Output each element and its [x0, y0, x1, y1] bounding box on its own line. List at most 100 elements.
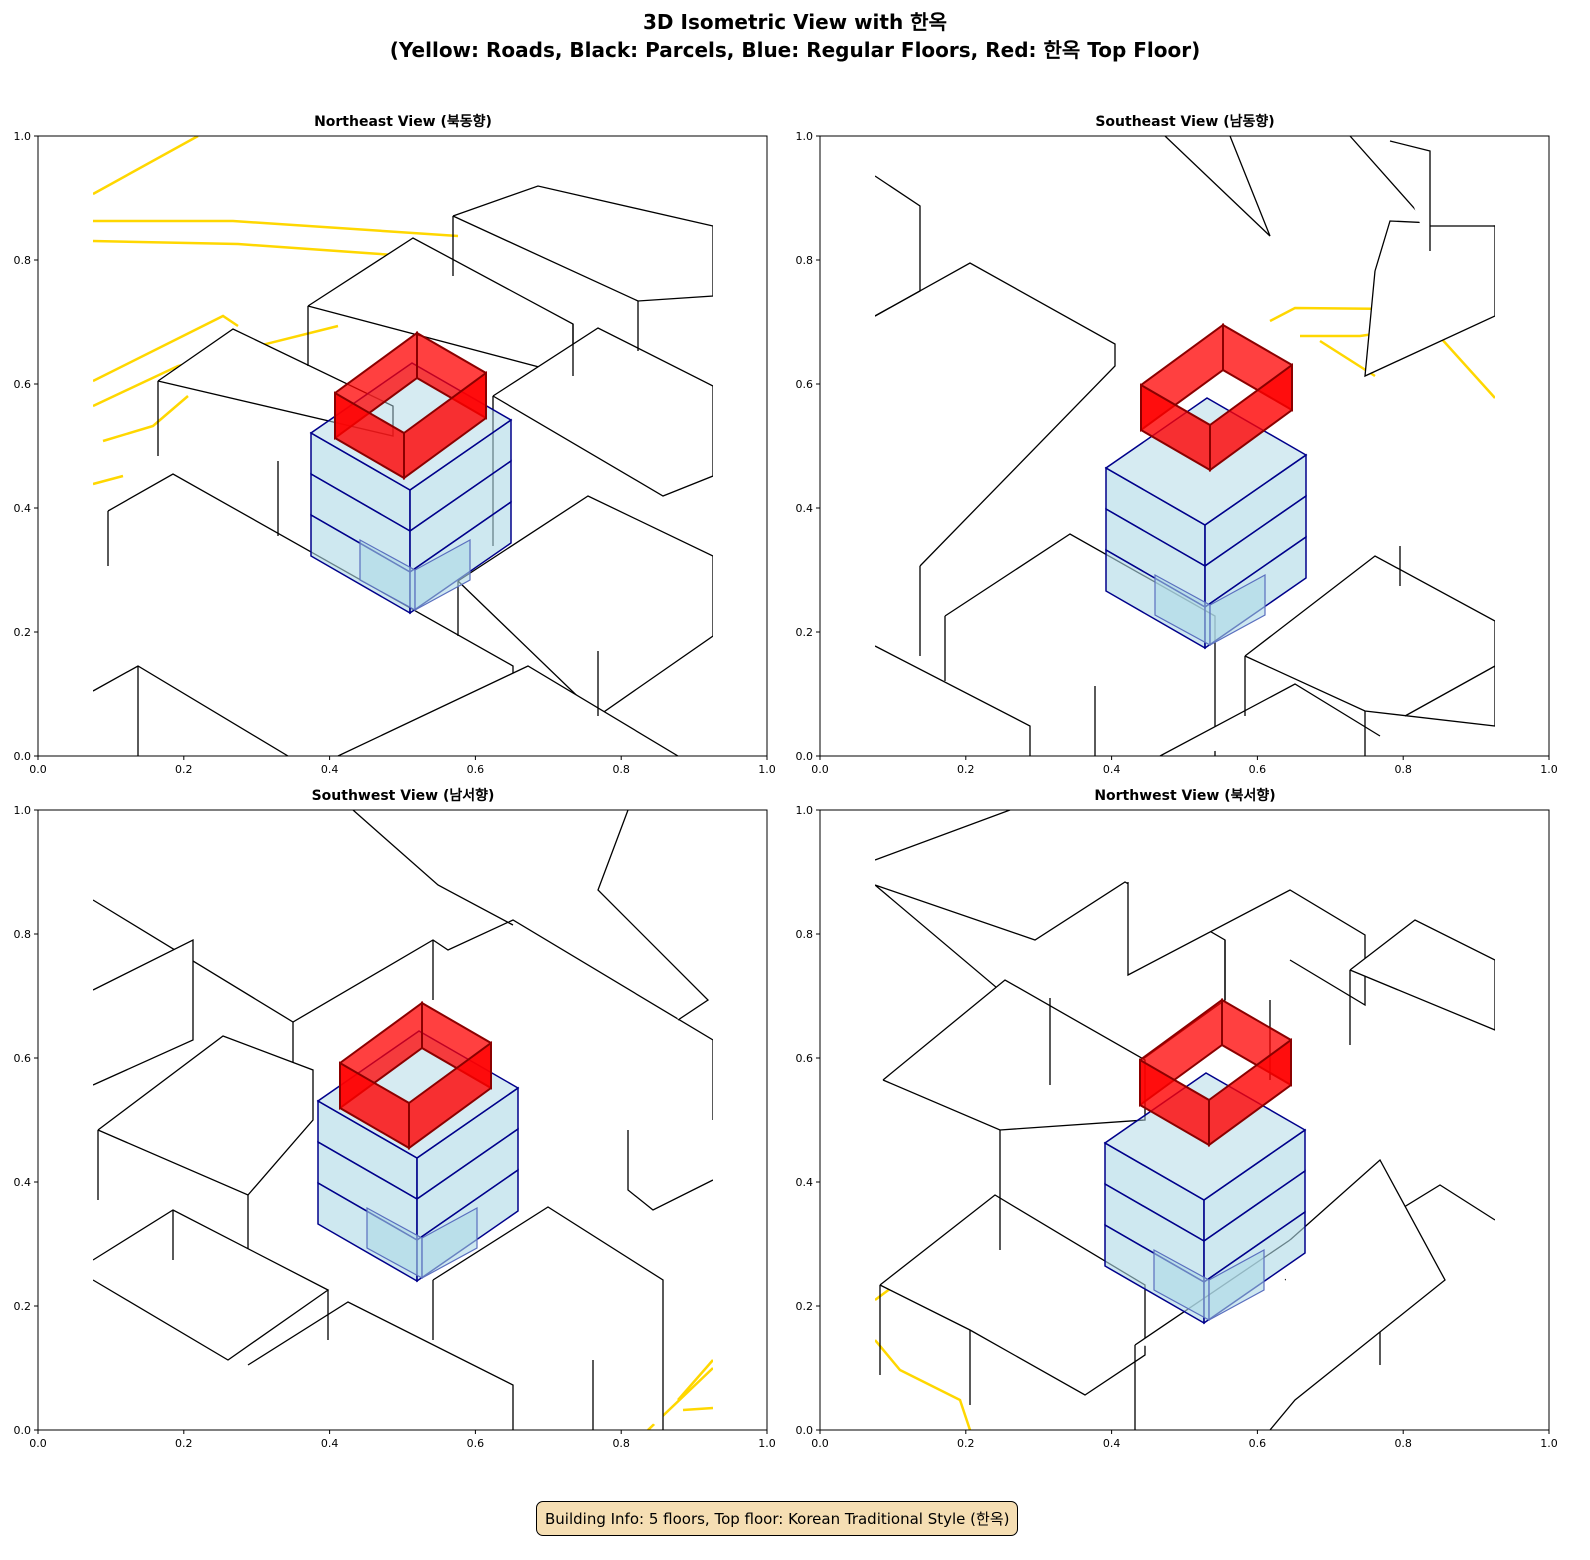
axes-margin — [820, 136, 875, 756]
road-line — [92, 136, 199, 196]
y-tick-label: 0.2 — [796, 1300, 814, 1313]
x-tick-label: 0.4 — [321, 763, 339, 776]
x-tick-label: 0.8 — [1394, 763, 1412, 776]
x-tick-label: 1.0 — [758, 763, 776, 776]
axes-margin — [1495, 136, 1549, 756]
y-tick-label: 0.6 — [14, 378, 32, 391]
y-tick-label: 1.0 — [796, 130, 814, 143]
x-tick-label: 0.6 — [1249, 763, 1267, 776]
parcel-building — [92, 665, 289, 756]
axes-southwest: 0.00.00.20.20.40.40.60.60.80.81.01.0 — [14, 804, 776, 1450]
road-line — [92, 239, 409, 258]
axes-frame — [37, 135, 768, 757]
axes-southeast: 0.00.00.20.20.40.40.60.60.80.81.01.0 — [796, 130, 1558, 776]
parcel-building — [627, 1130, 714, 1211]
parcel-building — [1164, 136, 1271, 237]
x-tick-label: 0.2 — [957, 1437, 975, 1450]
y-tick-label: 0.2 — [14, 1300, 32, 1313]
y-tick-label: 0.8 — [796, 928, 814, 941]
panel-title-southeast: Southeast View (남동향) — [1095, 114, 1275, 130]
x-tick-label: 0.4 — [1103, 1437, 1121, 1450]
axes-frame — [37, 809, 768, 1431]
y-tick-label: 0.8 — [14, 928, 32, 941]
axes-frame — [819, 809, 1550, 1431]
parcel-building — [352, 810, 514, 926]
y-tick-label: 0.6 — [14, 1052, 32, 1065]
hanok-front-right-face — [408, 1041, 492, 1150]
y-tick-label: 0.6 — [796, 1052, 814, 1065]
y-tick-label: 0.2 — [14, 626, 32, 639]
hanok-front-right-face — [1209, 363, 1293, 472]
y-tick-label: 0.2 — [796, 626, 814, 639]
parcel-building — [1389, 140, 1431, 251]
y-tick-label: 0.6 — [796, 378, 814, 391]
x-tick-label: 1.0 — [1540, 1437, 1558, 1450]
plot-area-southeast — [820, 136, 1549, 756]
y-tick-label: 0.4 — [14, 1176, 32, 1189]
x-tick-label: 0.2 — [957, 763, 975, 776]
y-tick-label: 0.8 — [14, 254, 32, 267]
parcel-building — [337, 665, 679, 756]
annex-right-face — [1208, 1248, 1265, 1322]
panel-title-northeast: Northeast View (북동향) — [314, 114, 492, 130]
figure-subtitle: (Yellow: Roads, Black: Parcels, Blue: Re… — [389, 38, 1201, 62]
building-info-box: Building Info: 5 floors, Top floor: Kore… — [536, 1501, 1019, 1536]
axes-margin — [38, 136, 93, 756]
y-tick-label: 0.0 — [14, 1424, 32, 1437]
x-tick-label: 0.2 — [175, 1437, 193, 1450]
x-tick-label: 0.2 — [175, 763, 193, 776]
x-tick-label: 0.6 — [467, 1437, 485, 1450]
axes-northwest: 0.00.00.20.20.40.40.60.60.80.81.01.0 — [796, 804, 1558, 1450]
hanok-front-right-face — [1208, 1038, 1292, 1147]
axes-northeast: 0.00.00.20.20.40.40.60.60.80.81.01.0 — [14, 130, 776, 776]
parcel-building — [97, 1035, 314, 1196]
y-tick-label: 0.0 — [796, 1424, 814, 1437]
x-tick-label: 0.8 — [1394, 1437, 1412, 1450]
y-tick-label: 0.4 — [796, 1176, 814, 1189]
x-tick-label: 1.0 — [758, 1437, 776, 1450]
x-tick-label: 0.0 — [29, 763, 47, 776]
y-tick-label: 1.0 — [14, 130, 32, 143]
axes-margin — [713, 136, 767, 756]
plot-area-northwest — [820, 810, 1549, 1430]
parcel-building — [1159, 683, 1381, 756]
y-tick-label: 1.0 — [796, 804, 814, 817]
x-tick-label: 0.8 — [612, 1437, 630, 1450]
y-tick-label: 0.0 — [14, 750, 32, 763]
y-tick-label: 0.0 — [796, 750, 814, 763]
parcel-building — [1269, 1158, 1446, 1430]
axes-margin — [1495, 810, 1549, 1430]
x-tick-label: 0.4 — [1103, 763, 1121, 776]
axes-frame — [819, 135, 1550, 757]
parcel-building — [597, 810, 710, 1021]
parcel-building — [1127, 882, 1366, 1007]
parcel-building — [874, 262, 1116, 567]
annex-right-face — [414, 538, 471, 612]
panel-title-northwest: Northwest View (북서향) — [1094, 788, 1276, 804]
plot-area-northeast — [38, 136, 767, 756]
road-line — [682, 1406, 714, 1412]
x-tick-label: 0.6 — [467, 763, 485, 776]
road-line — [92, 314, 239, 383]
axes-margin — [820, 810, 875, 1430]
road-line — [677, 1359, 714, 1401]
annex-right-face — [421, 1206, 478, 1280]
x-tick-label: 1.0 — [1540, 763, 1558, 776]
x-tick-label: 0.6 — [1249, 1437, 1267, 1450]
parcel-building — [874, 645, 1031, 756]
annex-right-face — [1209, 573, 1266, 647]
x-tick-label: 0.4 — [321, 1437, 339, 1450]
y-tick-label: 0.4 — [14, 502, 32, 515]
x-tick-label: 0.0 — [29, 1437, 47, 1450]
x-tick-label: 0.0 — [811, 763, 829, 776]
road-line — [874, 1339, 972, 1430]
road-line — [102, 395, 189, 443]
road-line — [93, 219, 459, 238]
parcel-building — [1349, 919, 1496, 1031]
road-line — [92, 324, 339, 408]
road-line — [92, 474, 124, 486]
axes-margin — [38, 810, 93, 1430]
figure-title: 3D Isometric View with 한옥 — [643, 10, 947, 34]
